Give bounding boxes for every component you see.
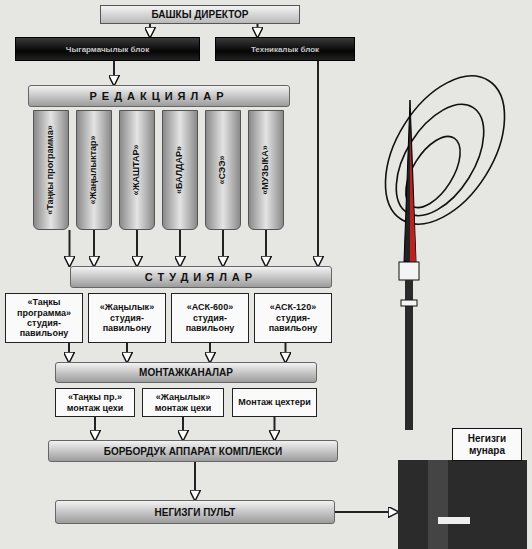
- editorial-box: «Таңкы программа»: [33, 110, 69, 230]
- node-label: «Таңкы программа»: [46, 116, 56, 224]
- flow-arrow: [126, 343, 128, 362]
- flow-arrow: [257, 24, 259, 37]
- section-band: НЕГИЗГИ ПУЛЬТ: [55, 500, 335, 524]
- director-box: БАШКЫ ДИРЕКТОР: [100, 5, 300, 24]
- montage-box: «Таңкы пр.» монтаж цехи: [55, 388, 135, 417]
- node-label: «БАЛДАР»: [175, 116, 185, 224]
- antenna-highlight: [410, 130, 416, 262]
- node-label: БОРБОРДУК АППАРАТ КОМПЛЕКСИ: [104, 446, 283, 457]
- flow-arrow: [194, 462, 196, 500]
- node-label: «АСК-120» студия-павильону: [258, 302, 328, 333]
- wave-ring: [361, 55, 529, 245]
- montage-box: Монтаж цехтери: [232, 388, 317, 417]
- node-label: БАШКЫ ДИРЕКТОР: [151, 9, 248, 20]
- section-band: БОРБОРДУК АППАРАТ КОМПЛЕКСИ: [48, 440, 338, 462]
- node-label: «ЖАШТАР»: [132, 116, 142, 224]
- flow-arrow: [182, 417, 184, 440]
- flow-arrow: [69, 230, 71, 266]
- studio-box: «АСК-120» студия-павильону: [254, 293, 332, 343]
- flow-arrow: [113, 61, 115, 85]
- node-label: «СЭЭ»: [218, 116, 228, 224]
- node-label: РЕДАКЦИЯЛАР: [89, 90, 228, 102]
- studio-box: «АСК-600» студия-павильону: [171, 293, 249, 343]
- node-label: Негизги мунара: [452, 428, 522, 461]
- node-label: «Жаңылыктар»: [89, 116, 99, 224]
- editorial-box: «СЭЭ»: [205, 110, 241, 230]
- studio-box: «Жаңылык» студия-павильону: [88, 293, 166, 343]
- block-box: Техникалык блок: [215, 37, 355, 61]
- building-window: [438, 517, 470, 524]
- flow-arrow: [265, 230, 267, 266]
- section-band: СТУДИЯЛАР: [70, 266, 332, 288]
- node-label: «Таңкы программа» студия-павильону: [9, 297, 79, 338]
- node-label: «МУЗЫКА»: [261, 116, 271, 224]
- antenna-box: [399, 262, 419, 280]
- node-label: Монтаж цехтери: [238, 397, 311, 407]
- editorial-box: «МУЗЫКА»: [248, 110, 284, 230]
- node-label: «АСК-600» студия-павильону: [175, 302, 245, 333]
- flow-arrow: [222, 230, 224, 266]
- flow-arrow: [149, 24, 151, 37]
- editorial-box: «БАЛДАР»: [162, 110, 198, 230]
- flow-arrow: [136, 230, 138, 266]
- building-body: [398, 460, 527, 549]
- node-label: Техникалык блок: [251, 45, 319, 54]
- flow-arrow: [93, 230, 95, 266]
- tower-box: Негизги мунара: [398, 425, 527, 549]
- editorial-box: «ЖАШТАР»: [119, 110, 155, 230]
- node-label: «Жаңылык» монтаж цехи: [146, 392, 220, 413]
- flow-arrow: [335, 511, 398, 513]
- antenna-spike: [404, 100, 416, 262]
- section-band: МОНТАЖКАНАЛАР: [55, 362, 317, 383]
- flow-arrow: [179, 230, 181, 266]
- block-box: Чыгармачылык блок: [15, 37, 200, 61]
- mast-ring: [401, 300, 417, 306]
- node-label: Чыгармачылык блок: [66, 45, 149, 54]
- node-label: НЕГИЗГИ ПУЛЬТ: [155, 507, 236, 518]
- flow-arrow: [94, 417, 96, 440]
- flow-arrow: [209, 343, 211, 362]
- node-label: «Таңкы пр.» монтаж цехи: [59, 392, 131, 413]
- editorial-box: «Жаңылыктар»: [76, 110, 112, 230]
- studio-box: «Таңкы программа» студия-павильону: [5, 293, 83, 343]
- node-label: МОНТАЖКАНАЛАР: [139, 367, 233, 378]
- flow-arrow: [285, 343, 287, 362]
- node-label: «Жаңылык» студия-павильону: [92, 302, 162, 333]
- flow-arrow: [317, 61, 319, 266]
- wave-ring: [378, 89, 501, 230]
- flow-arrow: [68, 343, 70, 362]
- radio-waves: [361, 55, 529, 245]
- montage-box: «Жаңылык» монтаж цехи: [142, 388, 224, 417]
- building-column: [428, 460, 448, 549]
- node-label: СТУДИЯЛАР: [145, 271, 257, 283]
- section-band: РЕДАКЦИЯЛАР: [28, 85, 290, 107]
- flow-arrow: [274, 417, 276, 440]
